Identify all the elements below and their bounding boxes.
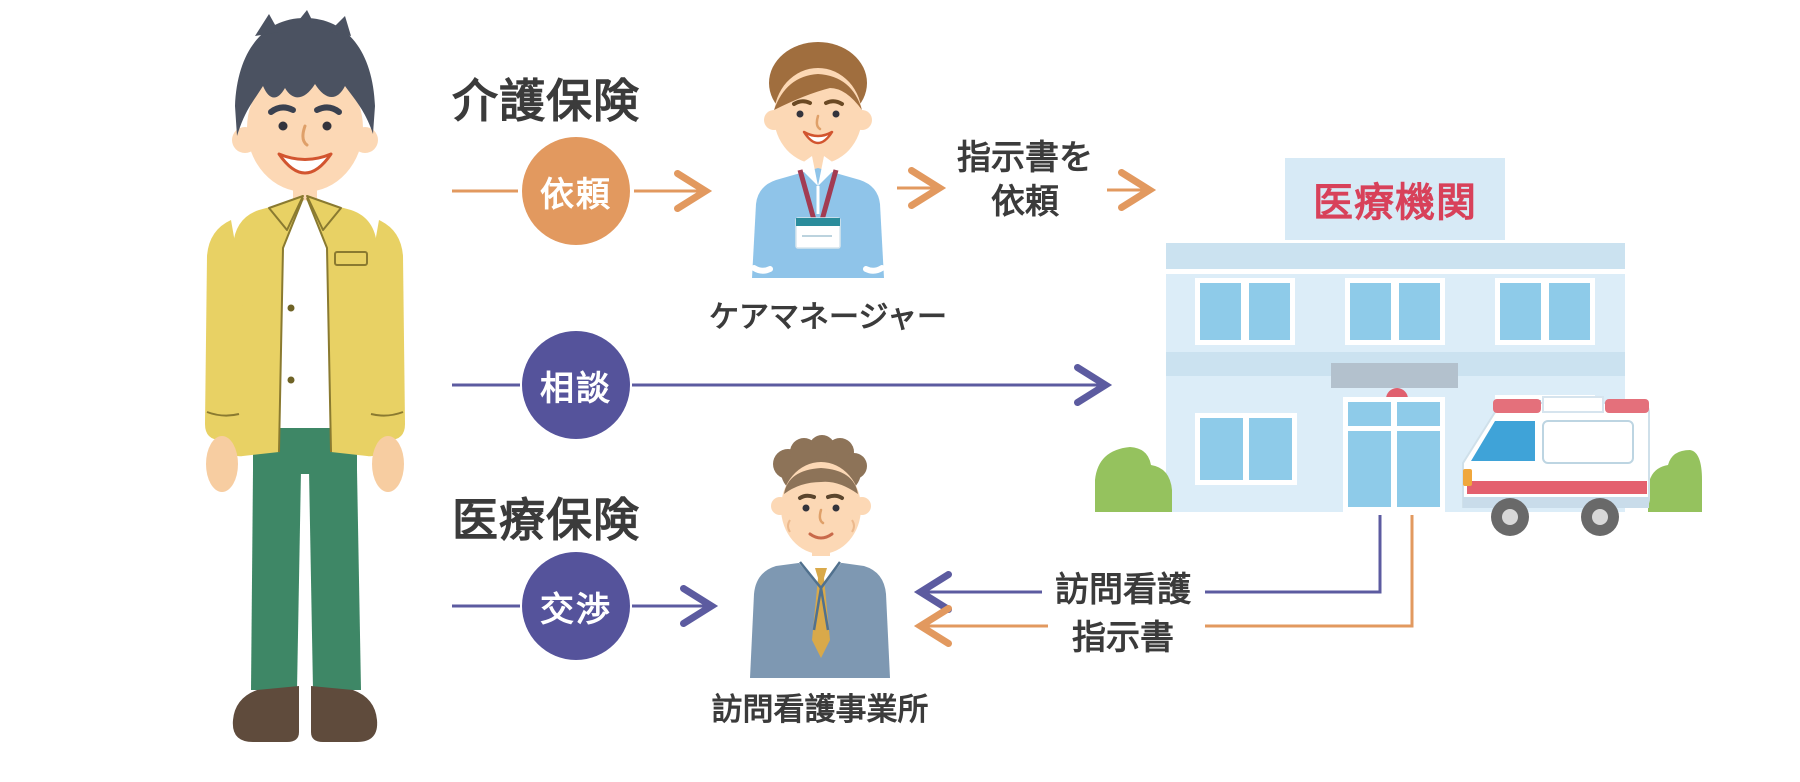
patient-person-illustration [205,10,405,742]
patient-body [205,195,405,742]
care-manager-person-illustration [751,42,885,278]
care-manager-label: ケアマネージャー [709,301,947,334]
elbow-hospital-purple [1205,515,1382,594]
negotiate-badge: 交渉 [522,552,630,660]
bush-left [1095,447,1172,512]
patient-head [232,10,378,204]
hospital-windows-floor2 [1195,278,1595,345]
nursing-order-line1: 訪問看護 [1055,571,1191,609]
consult-badge: 相談 [522,331,630,439]
medical-insurance-heading: 医療保険 [452,494,640,546]
hospital-entrance [1331,363,1458,512]
hospital-building-illustration [1095,243,1702,512]
ambulance-illustration [1462,396,1650,536]
nursing-office-label: 訪問看護事業所 [711,692,929,727]
suit-man-person-illustration [750,435,890,678]
order-request-text: 指示書を 依頼 [905,136,1145,224]
order-request-line1: 指示書を [957,139,1093,177]
nursing-order-line2: 指示書 [1072,619,1174,657]
request-badge: 依頼 [522,137,630,245]
bush-right [1648,450,1702,512]
nursing-order-text: 訪問看護 指示書 [1023,566,1223,662]
hospital-sign: 医療機関 [1285,158,1505,240]
id-badge [795,217,841,249]
order-request-line2: 依頼 [991,183,1059,221]
elbow-hospital-orange [1205,515,1414,628]
care-insurance-heading: 介護保険 [452,75,640,127]
